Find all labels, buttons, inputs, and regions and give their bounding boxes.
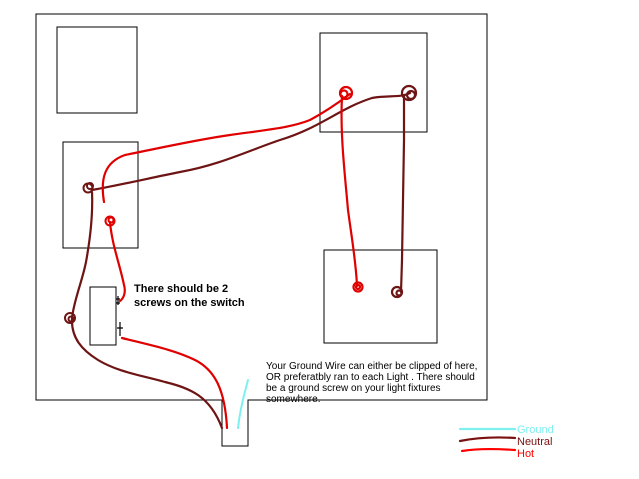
hot-wire-to-light	[340, 94, 359, 288]
wire-nut-junction-hot	[104, 215, 116, 227]
wire-nut-junction-neutral	[82, 182, 94, 194]
room-outline	[35, 13, 488, 447]
light-box-bottom-right	[323, 249, 438, 344]
junction-box-left	[62, 141, 139, 249]
wire-nut-light-neutral	[400, 84, 418, 102]
legend-swatches	[458, 427, 517, 453]
light-box-top-right	[319, 32, 428, 133]
hot-wire-to-switch	[108, 220, 126, 303]
switch-screws-note: There should be 2 screws on the switch	[134, 283, 245, 309]
legend-label-hot: Hot	[517, 448, 535, 460]
legend-swatch-neutral	[458, 436, 517, 443]
neutral-wire-run-top	[90, 91, 412, 192]
neutral-wire-to-entry	[70, 190, 224, 430]
hot-wire-run-top	[101, 92, 352, 204]
wire-nut-lower-light-hot	[352, 281, 364, 293]
unused-box	[56, 26, 138, 114]
legend-label-neutral: Neutral	[517, 436, 553, 448]
neutral-wire-to-light	[399, 94, 406, 294]
switch-box	[89, 286, 117, 346]
wire-nut-left-neutral	[64, 312, 76, 324]
neutral-wires	[70, 91, 412, 430]
legend-swatch-hot	[460, 447, 517, 453]
switch-screw-bottom	[117, 322, 123, 336]
wire-nut-light-hot	[338, 85, 354, 101]
wire-nut-lower-light-neutral	[390, 285, 404, 299]
legend-label-ground: Ground	[517, 424, 554, 436]
switch-screw-top	[116, 296, 120, 305]
wire-nuts	[64, 84, 418, 324]
hot-wire-switch-to-entry	[120, 336, 229, 430]
ground-wire	[237, 379, 249, 429]
hot-wires	[101, 92, 359, 430]
ground-wire-note: Your Ground Wire can either be clipped o…	[266, 361, 478, 405]
